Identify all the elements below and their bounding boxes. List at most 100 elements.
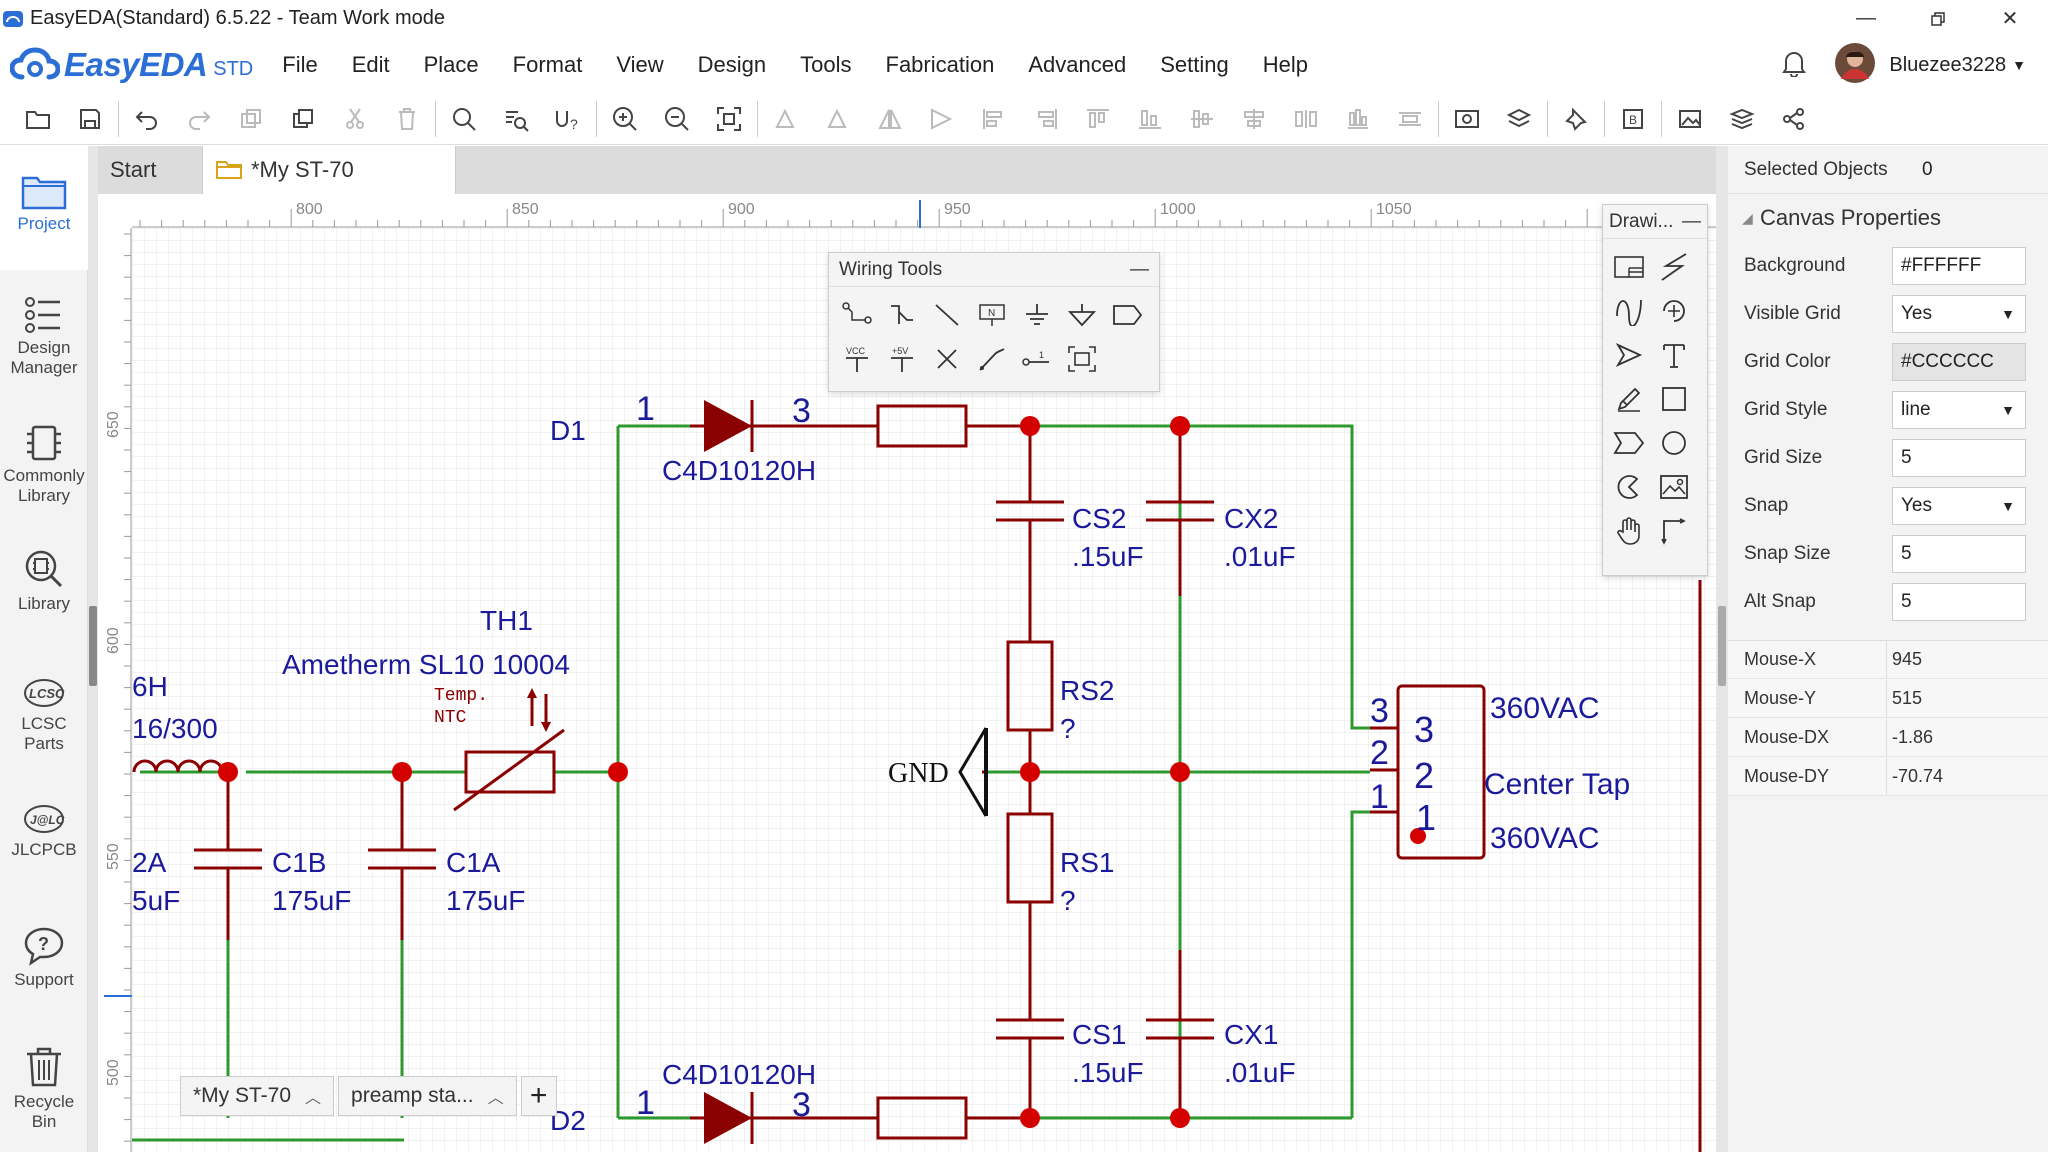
bom-icon[interactable]: B (1607, 97, 1659, 141)
menu-fabrication[interactable]: Fabrication (885, 52, 995, 77)
username[interactable]: Bluezee3228 (1889, 53, 2007, 76)
bezier-tool-icon[interactable] (1607, 289, 1651, 333)
freehand-tool-icon[interactable] (1607, 377, 1651, 421)
fit-view-icon[interactable] (703, 97, 755, 141)
panel-header[interactable]: Drawi...— (1603, 205, 1707, 239)
inductor-value[interactable]: 16/300 (132, 713, 218, 744)
user-dropdown-icon[interactable]: ▼ (2012, 57, 2026, 73)
c2a-value[interactable]: 5uF (132, 885, 180, 916)
gnd-symbol[interactable] (958, 727, 988, 817)
menu-place[interactable]: Place (423, 52, 479, 77)
gnd-flag-icon[interactable] (1015, 293, 1059, 337)
rs1-value[interactable]: ? (1060, 885, 1076, 916)
add-sheet-button[interactable]: + (520, 1076, 557, 1116)
export-image-icon[interactable] (1441, 97, 1493, 141)
connector-label-bot[interactable]: 360VAC (1490, 822, 1600, 855)
arc-tool-icon[interactable] (1652, 289, 1696, 333)
menu-view[interactable]: View (616, 52, 664, 77)
canvas-properties-header[interactable]: ◢ Canvas Properties (1728, 194, 2048, 242)
c1a-value[interactable]: 175uF (446, 885, 525, 916)
panel-header[interactable]: Wiring Tools— (829, 253, 1159, 287)
c1a-ref[interactable]: C1A (446, 847, 501, 878)
sidebar-item-lcsc-parts[interactable]: LCSC LCSC Parts (0, 676, 88, 754)
snap-size-input[interactable] (1892, 535, 2026, 573)
annotate-icon[interactable]: ? (542, 97, 594, 141)
rs1-ref[interactable]: RS1 (1060, 847, 1114, 878)
menu-design[interactable]: Design (697, 52, 767, 77)
rotate-left-icon[interactable] (760, 97, 812, 141)
redo-icon[interactable] (173, 97, 225, 141)
bus-tool-icon[interactable] (880, 293, 924, 337)
d2-part[interactable]: C4D10120H (662, 1059, 816, 1090)
minimize-panel-icon[interactable]: — (1682, 210, 1701, 232)
align-left-icon[interactable] (968, 97, 1020, 141)
cs2-value[interactable]: .15uF (1072, 541, 1144, 572)
wiring-tools-panel[interactable]: Wiring Tools— N VCC +5V 1 (828, 252, 1160, 392)
sidebar-item-project[interactable]: Project (0, 146, 88, 270)
sidebar-item-design-manager[interactable]: Design Manager (0, 296, 88, 378)
splitter-grip[interactable] (89, 606, 97, 686)
avatar[interactable] (1835, 42, 1876, 88)
menu-advanced[interactable]: Advanced (1028, 52, 1127, 77)
bus-entry-icon[interactable] (925, 293, 969, 337)
copy-icon[interactable] (277, 97, 329, 141)
c2a-ref[interactable]: 2A (132, 847, 167, 878)
align-bottom-icon[interactable] (1124, 97, 1176, 141)
find-icon[interactable] (438, 97, 490, 141)
alt-snap-input[interactable] (1892, 583, 2026, 621)
cx2-ref[interactable]: CX2 (1224, 503, 1278, 534)
sidebar-item-recycle-bin[interactable]: Recycle Bin (0, 1046, 88, 1132)
sheet-tab-my-st-70[interactable]: *My ST-70︿ (180, 1076, 335, 1116)
grid-color-input[interactable] (1892, 343, 2026, 381)
background-color-input[interactable] (1892, 247, 2026, 285)
cs1-value[interactable]: .15uF (1072, 1057, 1144, 1088)
rs2-value[interactable]: ? (1060, 713, 1076, 744)
c1b-value[interactable]: 175uF (272, 885, 351, 916)
chevron-up-icon[interactable]: ︿ (487, 1090, 504, 1107)
chevron-up-icon[interactable]: ︿ (305, 1090, 322, 1107)
ellipse-tool-icon[interactable] (1652, 421, 1696, 465)
rs2-ref[interactable]: RS2 (1060, 675, 1114, 706)
align-grid-icon[interactable] (1384, 97, 1436, 141)
pie-tool-icon[interactable] (1607, 465, 1651, 509)
net-port-icon[interactable] (1105, 293, 1149, 337)
distribute-h-icon[interactable] (1280, 97, 1332, 141)
sheet-tab-preamp[interactable]: preamp sta...︿ (338, 1076, 517, 1116)
menu-help[interactable]: Help (1262, 52, 1308, 77)
right-splitter[interactable] (1716, 146, 1728, 1152)
menu-setting[interactable]: Setting (1160, 52, 1229, 77)
vcc-flag-icon[interactable]: VCC (835, 337, 879, 381)
distribute-v-icon[interactable] (1332, 97, 1384, 141)
menu-edit[interactable]: Edit (351, 52, 390, 77)
find-similar-icon[interactable] (490, 97, 542, 141)
cx1-ref[interactable]: CX1 (1224, 1019, 1278, 1050)
cut-icon[interactable] (329, 97, 381, 141)
diode-d2-symbol[interactable] (704, 1092, 752, 1144)
connector-label-mid[interactable]: Center Tap (1484, 768, 1630, 801)
th1-ref[interactable]: TH1 (480, 605, 533, 636)
image-view-icon[interactable] (1664, 97, 1716, 141)
left-splitter[interactable] (88, 146, 98, 1152)
align-right-icon[interactable] (1020, 97, 1072, 141)
splitter-grip[interactable] (1718, 606, 1726, 686)
ground-arrow-icon[interactable] (1060, 293, 1104, 337)
tab-my-st-70[interactable]: *My ST-70 (202, 146, 456, 194)
minimize-button[interactable]: — (1856, 7, 1876, 29)
sidebar-item-jlcpcb[interactable]: J@LC JLCPCB (0, 802, 88, 860)
zoom-in-icon[interactable] (599, 97, 651, 141)
convert-pcb-icon[interactable] (1493, 97, 1545, 141)
snap-select[interactable]: Yes▼ (1892, 487, 2026, 525)
tab-start[interactable]: Start (98, 146, 202, 194)
cs1-ref[interactable]: CS1 (1072, 1019, 1126, 1050)
plus5v-flag-icon[interactable]: +5V (880, 337, 924, 381)
delete-icon[interactable] (381, 97, 433, 141)
cs2-ref[interactable]: CS2 (1072, 503, 1126, 534)
dimension-tool-icon[interactable] (1652, 509, 1696, 553)
schematic-canvas[interactable]: 800 850 900 950 1000 1050 650 600 550 50… (98, 194, 1716, 1152)
duplicate-icon[interactable] (225, 97, 277, 141)
sidebar-item-support[interactable]: ? Support (0, 926, 88, 990)
hand-pan-icon[interactable] (1607, 509, 1651, 553)
cx2-value[interactable]: .01uF (1224, 541, 1296, 572)
sidebar-item-commonly-library[interactable]: Commonly Library (0, 424, 88, 506)
line-tool-icon[interactable] (1652, 245, 1696, 289)
